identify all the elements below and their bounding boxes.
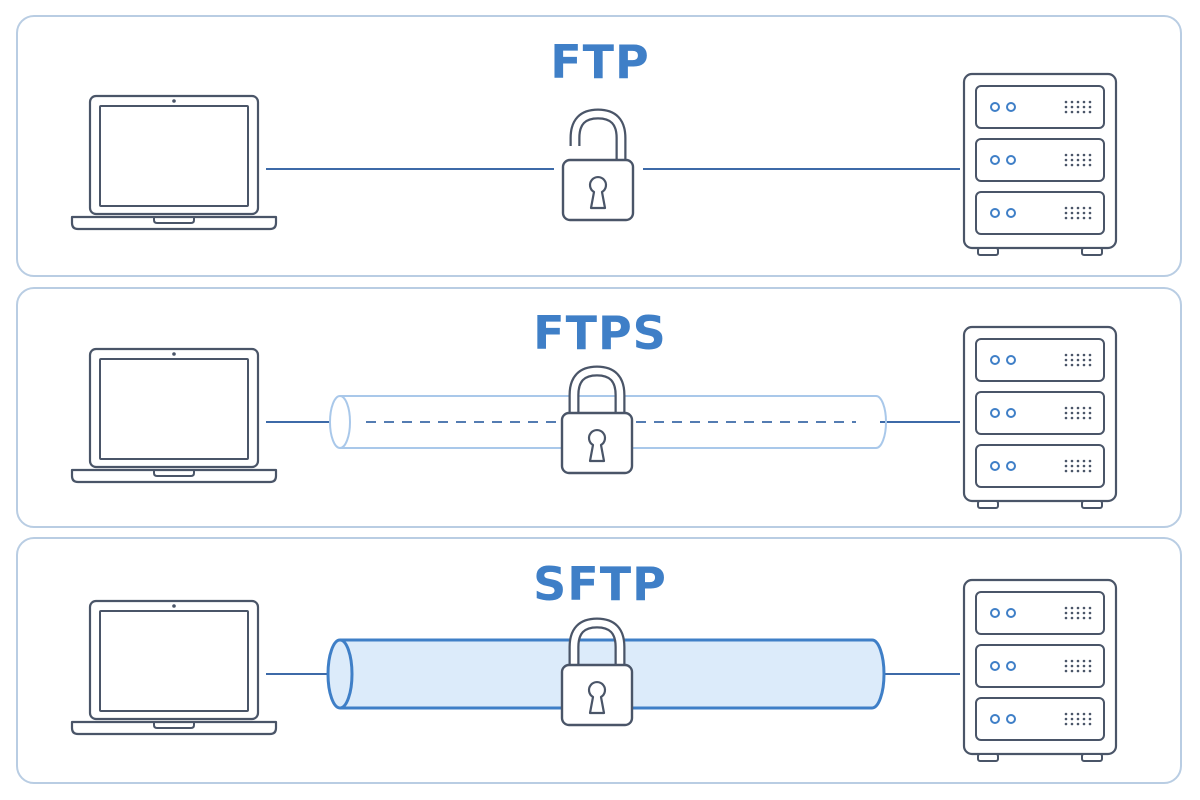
ftps-title: FTPS xyxy=(533,306,667,360)
ftp-title: FTP xyxy=(550,35,650,89)
sftp-title: SFTP xyxy=(533,557,667,611)
